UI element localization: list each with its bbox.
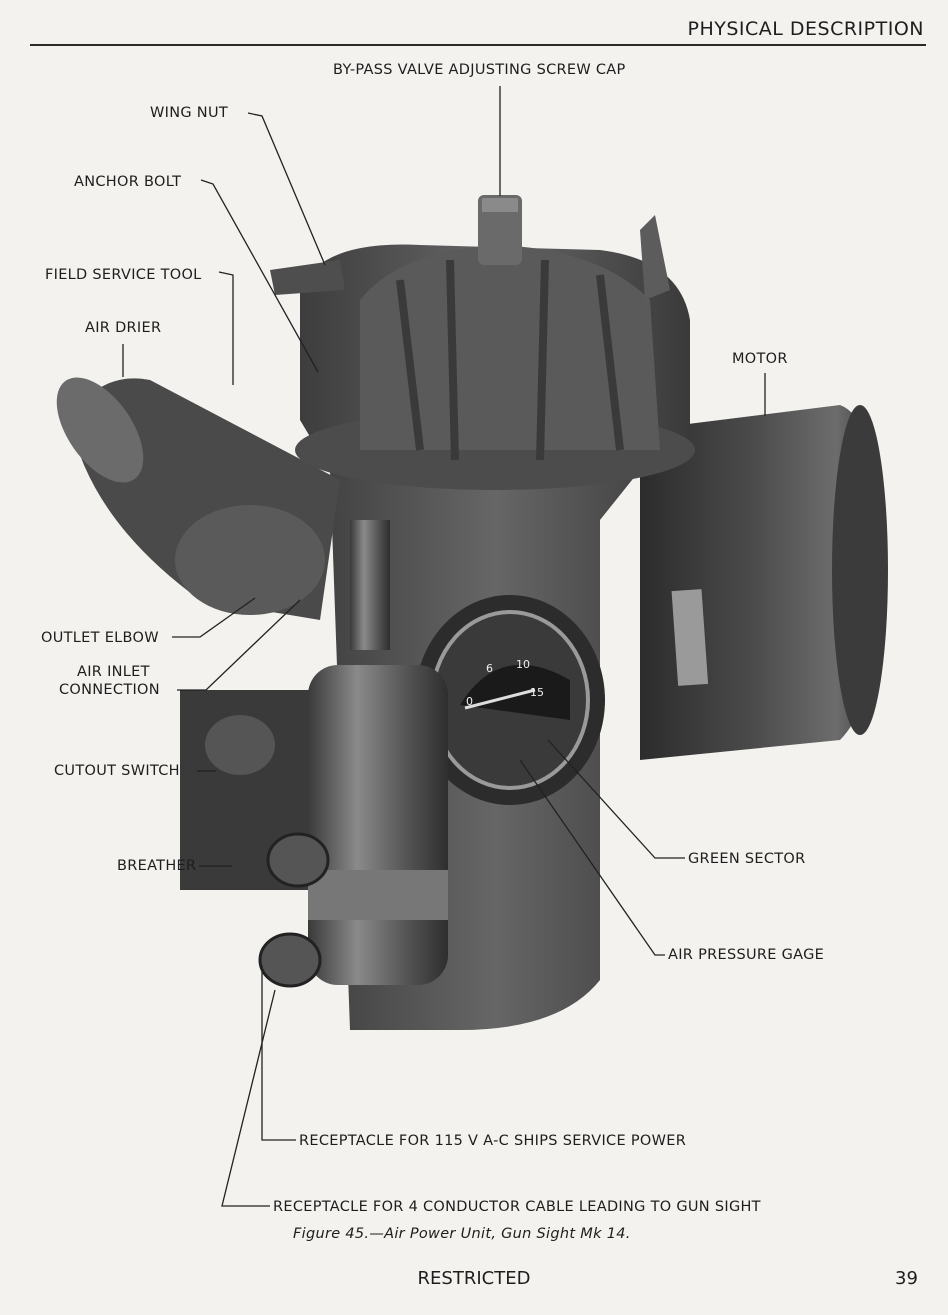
header-rule (30, 44, 926, 46)
page-number: 39 (895, 1268, 918, 1289)
section-title: PHYSICAL DESCRIPTION (687, 18, 924, 40)
label-wing-nut: WING NUT (150, 105, 229, 121)
gauge-tick: 15 (530, 686, 544, 699)
gauge-tick: 10 (516, 658, 530, 671)
classification-footer: RESTRICTED (417, 1268, 531, 1289)
label-air-drier: AIR DRIER (85, 320, 162, 336)
label-outlet-elbow: OUTLET ELBOW (41, 630, 159, 646)
label-green-sector: GREEN SECTOR (688, 851, 806, 867)
label-air-pressure-gage: AIR PRESSURE GAGE (668, 947, 825, 963)
label-receptacle-115v: RECEPTACLE FOR 115 V A-C SHIPS SERVICE P… (299, 1133, 687, 1149)
gauge-tick: 0 (466, 695, 473, 708)
label-breather: BREATHER (117, 858, 197, 874)
air-drier-shape (56, 377, 340, 890)
label-air-inlet: AIR INLET (77, 664, 150, 680)
motor-shape (640, 405, 888, 760)
label-cutout-switch: CUTOUT SWITCH (54, 763, 180, 779)
label-bypass-valve-cap: BY-PASS VALVE ADJUSTING SCREW CAP (333, 62, 626, 78)
label-anchor-bolt: ANCHOR BOLT (74, 174, 182, 190)
label-field-service-tool: FIELD SERVICE TOOL (45, 267, 202, 283)
gauge-tick: 6 (486, 662, 493, 675)
label-receptacle-4-conductor: RECEPTACLE FOR 4 CONDUCTOR CABLE LEADING… (273, 1199, 761, 1215)
figure-caption: Figure 45.—Air Power Unit, Gun Sight Mk … (293, 1226, 631, 1242)
air-pressure-gage-shape: 0 6 10 15 (415, 595, 605, 805)
label-air-inlet-connection: CONNECTION (59, 682, 160, 698)
leader-lines (122, 86, 766, 1207)
breather-cylinder-shape (205, 520, 448, 988)
label-motor: MOTOR (732, 351, 788, 367)
